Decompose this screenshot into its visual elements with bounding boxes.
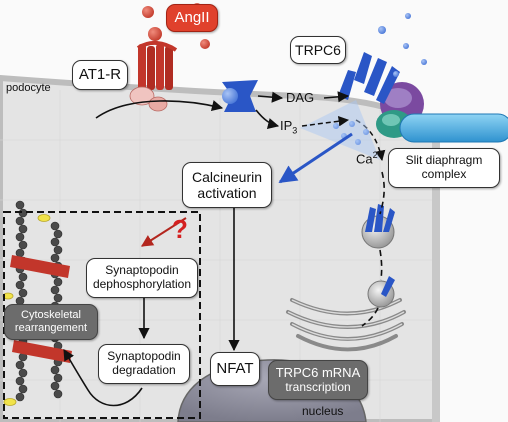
nfat-box: NFAT bbox=[210, 352, 260, 386]
calcium-particles bbox=[333, 13, 427, 145]
cyto-line1: Cytoskeletal bbox=[21, 309, 81, 322]
arrow-agonist-to-plc bbox=[95, 100, 224, 119]
trpc6-label: TRPC6 bbox=[290, 36, 346, 64]
degradation-return-arrow bbox=[63, 349, 143, 407]
syn-dephos-line2: dephosphorylation bbox=[92, 277, 192, 291]
trpc6-vesicle-upper bbox=[361, 204, 395, 249]
trpc6-mrna-line1: TRPC6 mRNA bbox=[275, 364, 361, 380]
arrow-plc-to-ip3 bbox=[255, 109, 280, 129]
syn-deg-line2: degradation bbox=[112, 363, 176, 377]
slit-diaphragm-label-line2: complex bbox=[421, 167, 467, 181]
trpc6-mrna-transcription-box: TRPC6 mRNA transcription bbox=[268, 360, 368, 400]
at1r-label: AT1-R bbox=[72, 60, 128, 90]
cytoskeletal-rearrangement-box: Cytoskeletal rearrangement bbox=[4, 304, 98, 340]
arrow-calcineurin-to-synaptopodin bbox=[140, 217, 187, 247]
calcineurin-line2: activation bbox=[197, 185, 257, 201]
at1-receptor bbox=[129, 41, 178, 112]
syn-deg-line1: Synaptopodin bbox=[107, 349, 181, 364]
ip3-label: IP3 bbox=[280, 118, 297, 136]
angii-label: AngII bbox=[166, 4, 218, 32]
arrow-ca-to-calcineurin bbox=[278, 132, 353, 184]
trpc6-vesicle-lower bbox=[367, 276, 395, 308]
slit-diaphragm bbox=[399, 113, 508, 143]
ip3-label-subscript: 3 bbox=[292, 125, 298, 136]
calcineurin-line1: Calcineurin bbox=[191, 168, 263, 185]
dag-label: DAG bbox=[286, 90, 315, 105]
plc-enzyme bbox=[222, 80, 258, 112]
slit-diaphragm-label: Slit diaphragm complex bbox=[388, 148, 500, 188]
trafficking-path bbox=[361, 171, 385, 327]
cytoskeleton-inset bbox=[3, 211, 201, 419]
calcium-influx-glow bbox=[300, 100, 380, 160]
synaptopodin-bars bbox=[10, 255, 72, 363]
question-mark: ? bbox=[172, 214, 188, 244]
trpc6-mrna-line2: transcription bbox=[285, 379, 351, 394]
syn-dephos-line1: Synaptopodin bbox=[105, 263, 179, 278]
synaptopodin-degradation-box: Synaptopodin degradation bbox=[98, 344, 190, 384]
ca-dashed-link bbox=[355, 119, 386, 162]
arrow-plc-to-dag bbox=[257, 91, 284, 103]
slit-diaphragm-label-line1: Slit diaphragm bbox=[405, 153, 483, 168]
arrow-dag-to-trpc6 bbox=[323, 91, 350, 103]
podocyte-label: podocyte bbox=[6, 82, 51, 94]
cyto-line2: rearrangement bbox=[14, 322, 88, 334]
nucleus-label: nucleus bbox=[302, 404, 344, 418]
calcium-label-base: Ca bbox=[356, 151, 373, 167]
calcium-label: Ca2+ bbox=[356, 150, 383, 166]
ip3-label-base: IP bbox=[280, 118, 293, 133]
calcineurin-activation-box: Calcineurin activation bbox=[182, 162, 272, 208]
calcium-label-superscript: 2+ bbox=[372, 150, 383, 160]
synaptopodin-dephosphorylation-box: Synaptopodin dephosphorylation bbox=[86, 258, 198, 298]
